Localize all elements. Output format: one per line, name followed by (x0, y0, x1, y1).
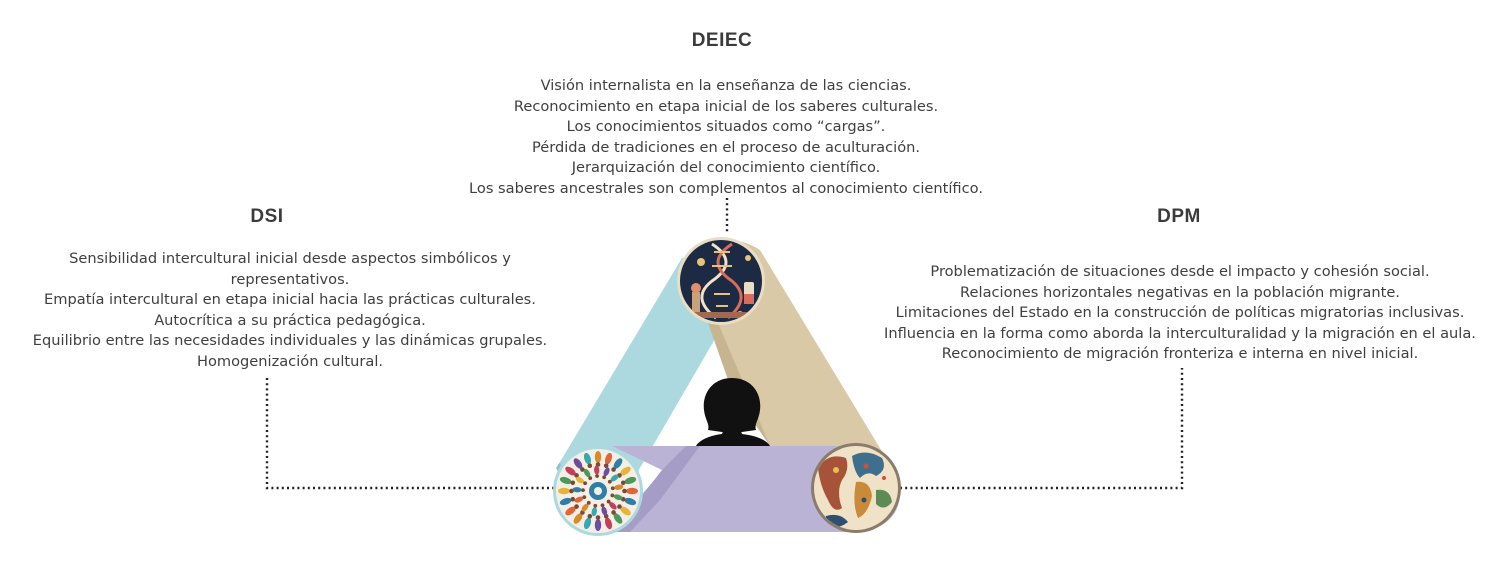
person-figure (572, 487, 582, 493)
person-head (595, 515, 601, 520)
person-head (570, 496, 576, 502)
dpm-line: Problematización de situaciones desde el… (930, 263, 1430, 280)
person-figure (573, 513, 583, 524)
person-head (617, 504, 622, 509)
deiec-line: Reconocimiento en etapa inicial de los s… (513, 97, 939, 115)
deiec-description: Visión internalista en la enseñanza de l… (426, 76, 1026, 200)
diverse-people-circle-icon (553, 446, 643, 536)
deiec-line: Jerarquización del conocimiento científi… (571, 159, 881, 177)
deiec-line: Los saberes ancestrales son complementos… (469, 179, 983, 197)
dsi-line: representativos. (230, 270, 350, 288)
person-head (587, 463, 593, 469)
person-head (607, 479, 612, 484)
dpm-line: Relaciones horizontales negativas en la … (960, 283, 1400, 301)
person-figure (574, 496, 584, 503)
person-figure (575, 476, 585, 484)
connector-lines (265, 198, 1184, 490)
person-head (600, 503, 605, 508)
person-figure (559, 497, 572, 506)
person-figure (609, 502, 617, 510)
person-head (602, 475, 607, 480)
dpm-description: Problematización de situaciones desde el… (862, 262, 1498, 365)
person-figure (591, 507, 597, 517)
dsi-line: Equilibrio entre las necesidades individ… (32, 332, 548, 350)
connector-dsi (265, 378, 556, 490)
person-head (574, 504, 579, 509)
dna-science-icon (677, 237, 765, 325)
person-silhouette-icon (696, 378, 770, 446)
dsi-title: DSI (250, 206, 284, 227)
world-map-icon (811, 443, 901, 533)
deiec-line: Los conocimientos situados como “cargas”… (566, 118, 886, 136)
person-figure (614, 484, 624, 490)
dpm-title: DPM (1157, 206, 1201, 227)
person-figure (624, 497, 637, 506)
person-head (583, 481, 588, 486)
person-figure (626, 487, 638, 495)
person-head (593, 503, 598, 508)
person-figure (613, 494, 623, 501)
person-head (595, 474, 599, 478)
deiec-line: Visión internalista en la enseñanza de l… (540, 77, 912, 94)
person-figure (594, 451, 602, 463)
connector-dpm (900, 368, 1184, 490)
person-figure (581, 503, 589, 512)
person-head (611, 467, 616, 472)
person-figure (604, 452, 613, 465)
person-head (582, 495, 587, 500)
person-head (574, 473, 579, 478)
person-figure (613, 458, 623, 469)
person-figure (601, 506, 608, 516)
person-figure (620, 466, 631, 476)
person-figure (565, 466, 576, 476)
dpm-line: Reconocimiento de migración fronteriza e… (941, 345, 1419, 363)
person-head (610, 493, 615, 498)
dpm-line: Limitaciones del Estado en la construcci… (895, 304, 1465, 322)
person-figure (604, 517, 613, 530)
person-figure (558, 487, 570, 495)
dsi-line: Empatía intercultural en etapa inicial h… (44, 291, 536, 309)
person-head (611, 510, 616, 515)
person-head (587, 513, 593, 519)
person-head (606, 499, 611, 504)
dsi-line: Sensibilidad intercultural inicial desde… (69, 250, 511, 267)
person-figure (620, 506, 631, 516)
person-figure (565, 506, 576, 516)
person-head (620, 480, 626, 486)
dsi-line: Autocrítica a su práctica pedagógica. (154, 311, 426, 329)
person-figure (603, 467, 610, 477)
person-head (581, 488, 585, 493)
person-figure (583, 468, 591, 478)
person-head (586, 500, 591, 505)
person-figure (583, 452, 592, 465)
person-figure (594, 519, 602, 531)
person-head (603, 463, 609, 469)
person-figure (610, 474, 619, 482)
person-figure (613, 513, 623, 524)
person-head (588, 476, 593, 481)
dsi-line: Homogenización cultural. (196, 352, 384, 370)
dpm-line: Influencia en la forma como aborda la in… (884, 324, 1476, 342)
person-head (622, 488, 627, 494)
person-figure (573, 458, 583, 469)
deiec-title: DEIEC (691, 30, 753, 51)
person-head (610, 486, 615, 491)
person-head (580, 467, 585, 472)
person-figure (624, 476, 637, 485)
people-ring (558, 451, 638, 531)
person-figure (583, 517, 592, 530)
person-figure (559, 476, 572, 485)
person-figure (594, 465, 600, 475)
person-head (570, 480, 576, 486)
dsi-description: Sensibilidad intercultural inicial desde… (10, 249, 570, 373)
deiec-line: Pérdida de tradiciones en el proceso de … (531, 138, 921, 156)
